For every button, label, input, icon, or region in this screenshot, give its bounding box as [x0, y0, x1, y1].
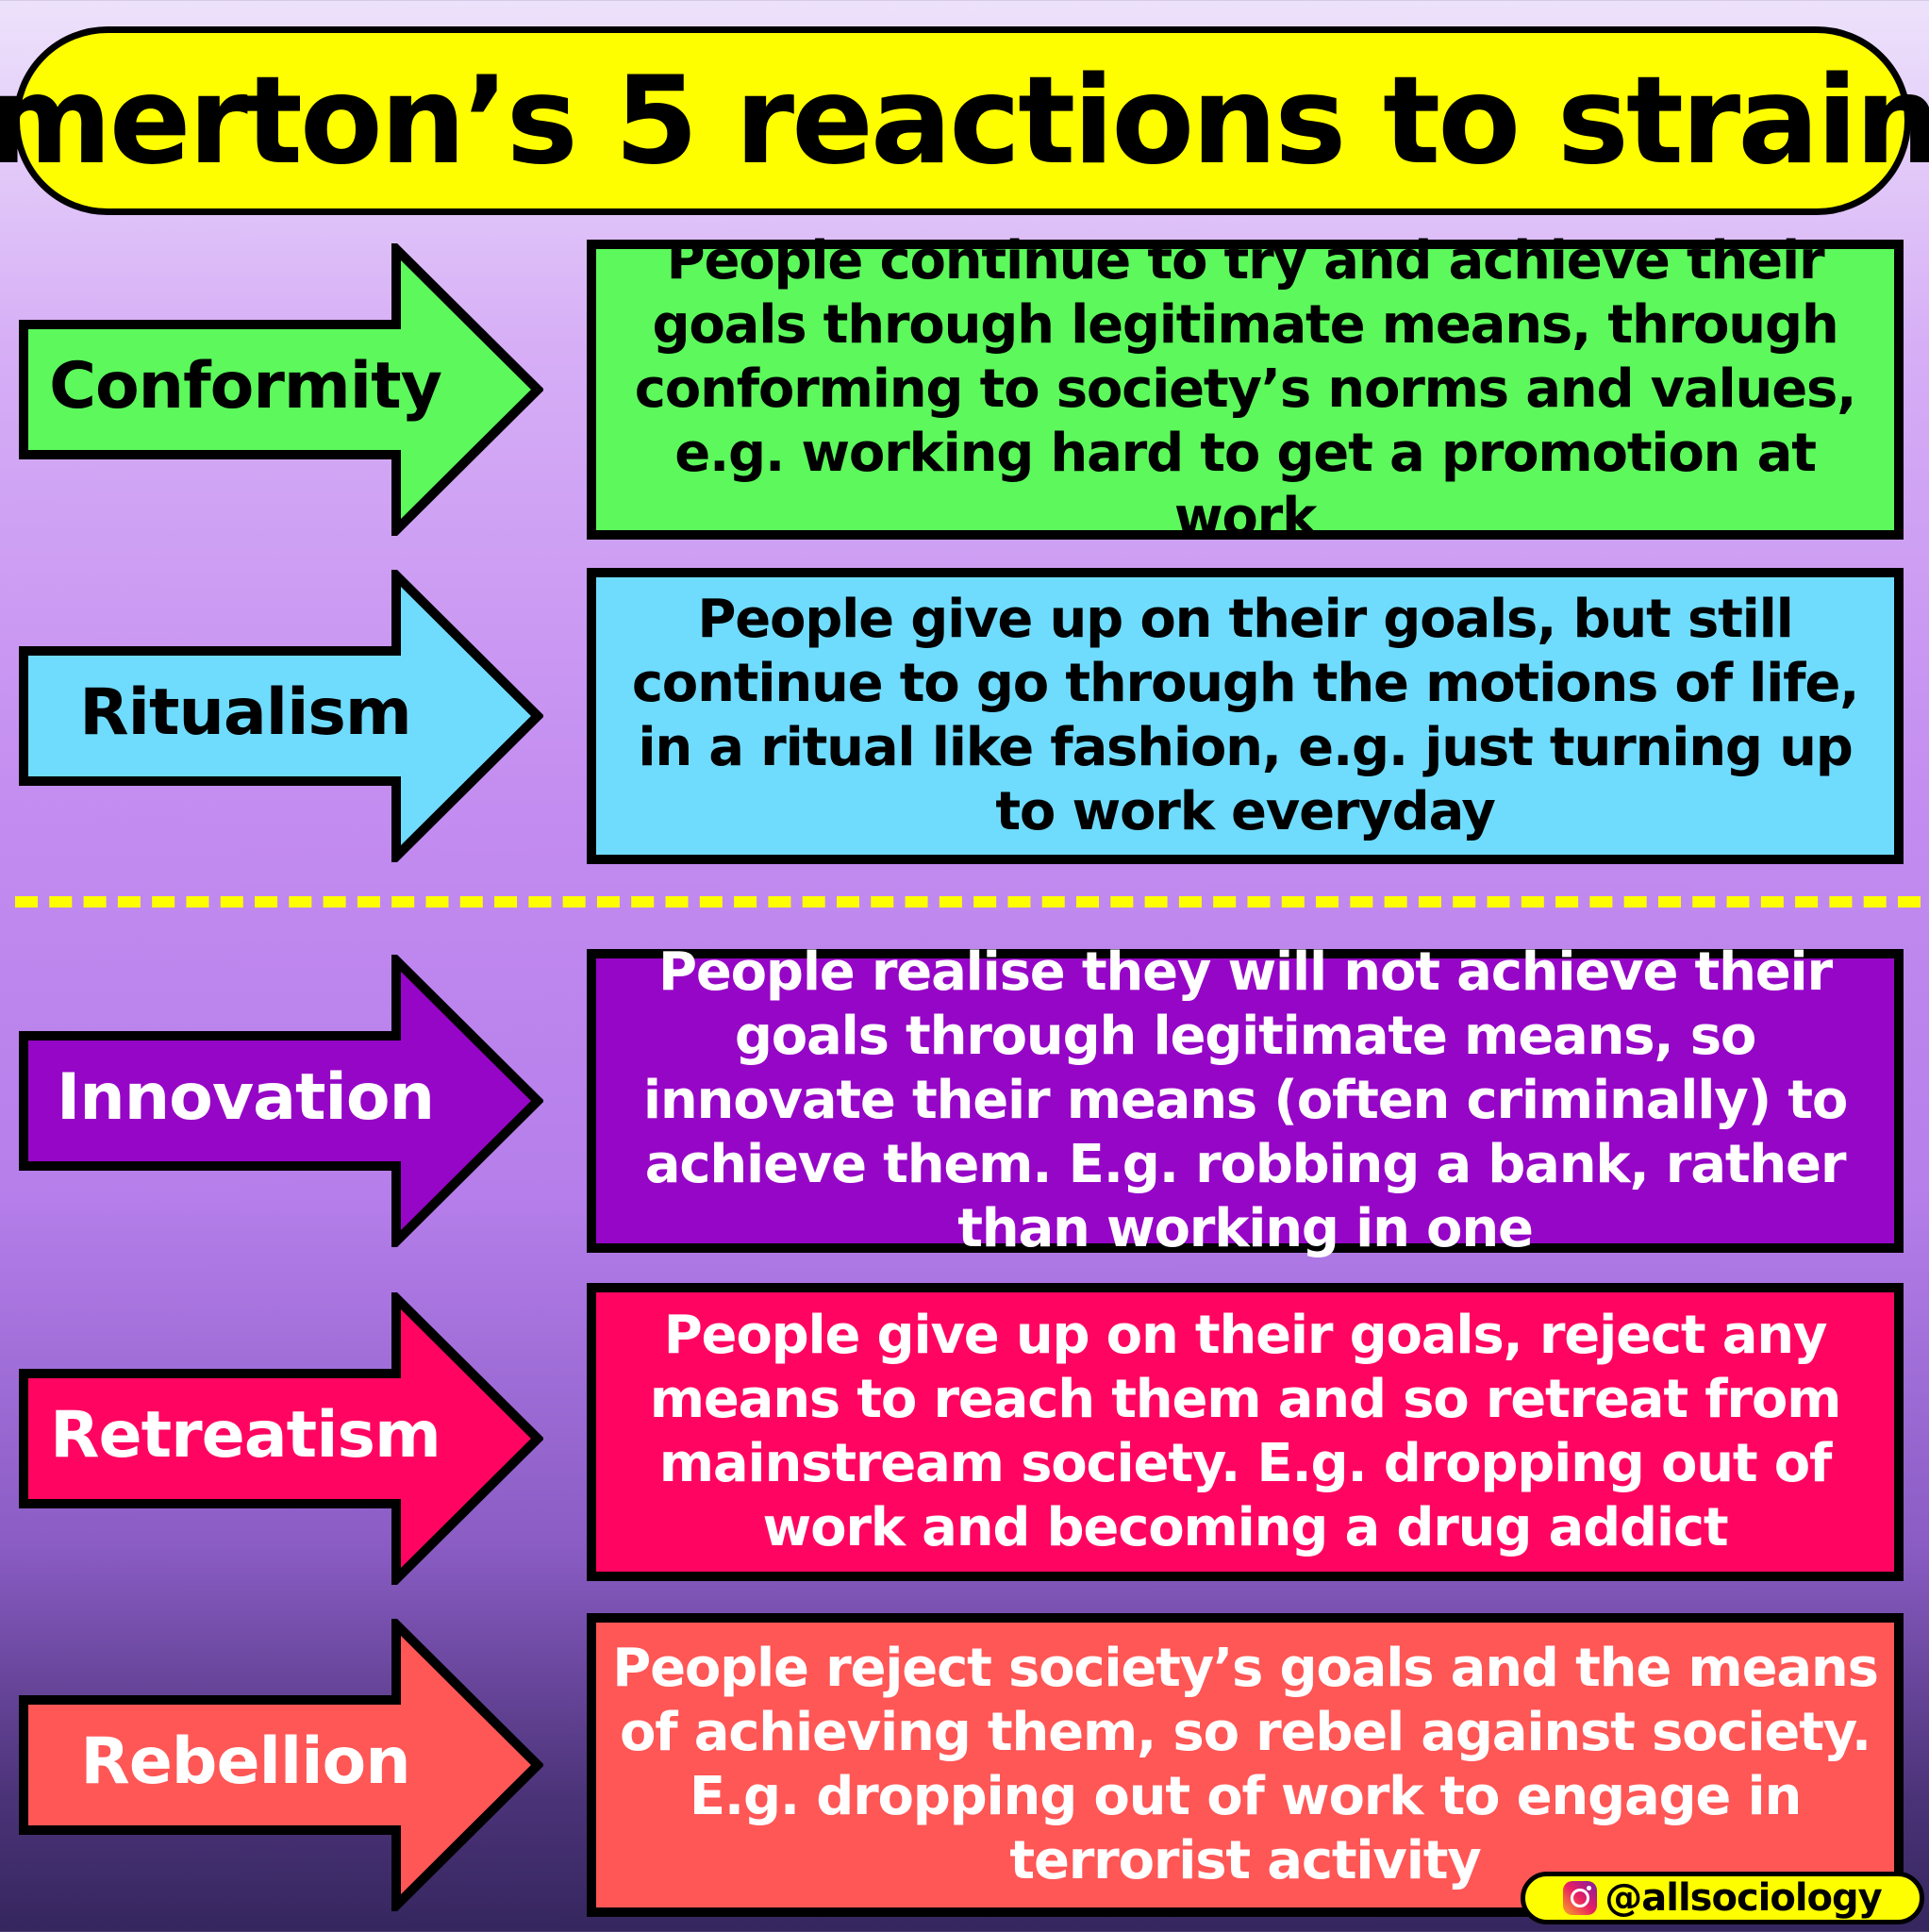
social-handle-badge[interactable]: @allsociology — [1521, 1872, 1924, 1924]
arrow-fill — [19, 570, 543, 862]
arrow-retreatism: Retreatism — [19, 1292, 543, 1585]
arrow-fill — [19, 243, 543, 536]
description-box-innovation: People realise they will not achieve the… — [587, 941, 1904, 1259]
description-ritualism: People give up on their goals, but still… — [631, 589, 1860, 842]
reaction-label-innovation: Innovation — [57, 1060, 435, 1135]
description-retreatism: People give up on their goals, reject an… — [649, 1305, 1842, 1558]
title-banner: merton’s 5 reactions to strain — [0, 26, 1929, 215]
arrow-rebellion: Rebellion — [19, 1619, 543, 1911]
arrow-shape — [19, 570, 543, 862]
arrow-ritualism: Ritualism — [19, 570, 543, 862]
description-box-ritualism: People give up on their goals, but still… — [587, 568, 1904, 864]
arrow-fill — [19, 1292, 543, 1585]
description-box-retreatism: People give up on their goals, reject an… — [587, 1283, 1904, 1581]
dashed-divider — [15, 896, 1921, 908]
page-title: merton’s 5 reactions to strain — [0, 50, 1929, 192]
instagram-icon — [1563, 1881, 1598, 1915]
description-rebellion: People reject society’s goals and the me… — [612, 1638, 1879, 1891]
reaction-label-retreatism: Retreatism — [50, 1398, 441, 1473]
arrow-shape — [19, 955, 543, 1247]
arrow-shape — [19, 1292, 543, 1585]
reaction-label-conformity: Conformity — [49, 349, 442, 424]
social-handle-text: @allsociology — [1605, 1876, 1883, 1920]
arrow-fill — [19, 1619, 543, 1911]
arrow-innovation: Innovation — [19, 955, 543, 1247]
description-box-rebellion: People reject society’s goals and the me… — [587, 1613, 1904, 1917]
arrow-fill — [19, 955, 543, 1247]
arrow-conformity: Conformity — [19, 243, 543, 536]
description-box-conformity: People continue to try and achieve their… — [587, 230, 1904, 548]
arrow-shape — [19, 1619, 543, 1911]
description-innovation: People realise they will not achieve the… — [642, 941, 1848, 1259]
reaction-label-ritualism: Ritualism — [79, 675, 411, 750]
reaction-label-rebellion: Rebellion — [80, 1724, 410, 1799]
arrow-shape — [19, 243, 543, 536]
description-conformity: People continue to try and achieve their… — [634, 230, 1857, 548]
